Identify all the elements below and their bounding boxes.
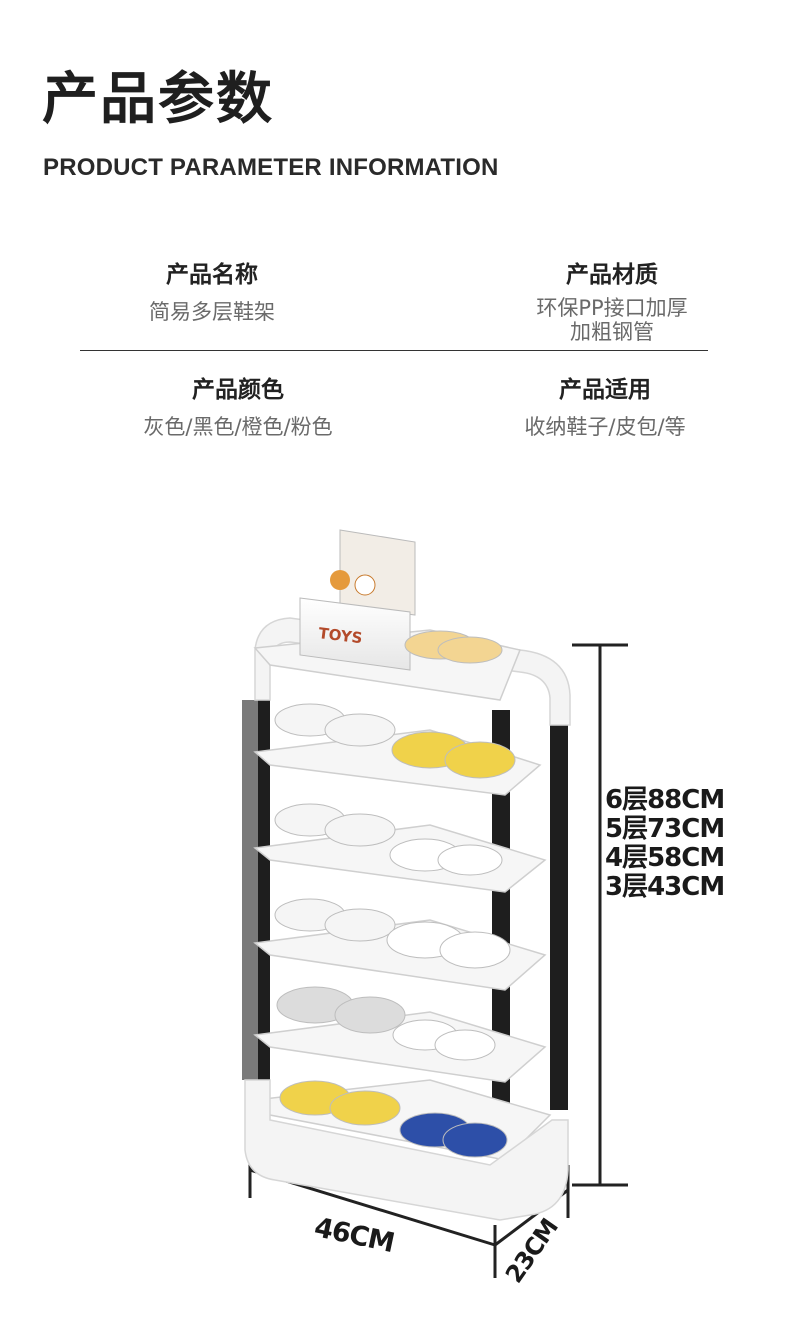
page-title-cn: 产品参数 [42,67,274,132]
rack-post-back-right [550,720,568,1110]
rack-bottom-frame [244,1079,569,1221]
toy-box [299,529,416,671]
page-title-en: PRODUCT PARAMETER INFORMATION [43,154,499,181]
param-material-label: 产品材质 [566,262,658,288]
param-usage-value: 收纳鞋子/皮包/等 [455,415,755,439]
toy-box-text: TOYS [318,624,364,647]
divider [80,350,708,351]
param-usage: 产品适用 收纳鞋子/皮包/等 [455,377,755,439]
height-label-4: 4层58CM [605,843,725,873]
param-color: 产品颜色 灰色/黑色/橙色/粉色 [88,377,388,439]
height-dimension-line [572,643,628,1187]
shoe-rack-illustration: TOYS [242,529,628,1278]
param-color-value-line: 灰色/黑色/橙色/粉色 [143,414,333,439]
param-material-value: 环保PP接口加厚 加粗钢管 [462,296,762,344]
param-name-label: 产品名称 [166,262,258,288]
param-color-value: 灰色/黑色/橙色/粉色 [88,415,388,439]
param-usage-label: 产品适用 [559,377,651,403]
param-material-value-line-2: 加粗钢管 [570,319,654,344]
param-usage-value-line: 收纳鞋子/皮包/等 [524,414,686,439]
param-material-value-line-1: 环保PP接口加厚 [536,295,688,320]
height-label-5: 5层73CM [605,814,725,844]
param-name: 产品名称 简易多层鞋架 [62,262,362,324]
param-name-value-line: 简易多层鞋架 [149,299,275,324]
param-material: 产品材质 环保PP接口加厚 加粗钢管 [462,262,762,344]
rack-post-back-left [242,700,258,1080]
shoes [274,630,516,1158]
height-label-6: 6层88CM [605,785,725,815]
param-name-value: 简易多层鞋架 [62,300,362,324]
param-color-label: 产品颜色 [192,377,284,403]
height-label-3: 3层43CM [605,872,725,902]
rack-post-left [258,690,270,1090]
